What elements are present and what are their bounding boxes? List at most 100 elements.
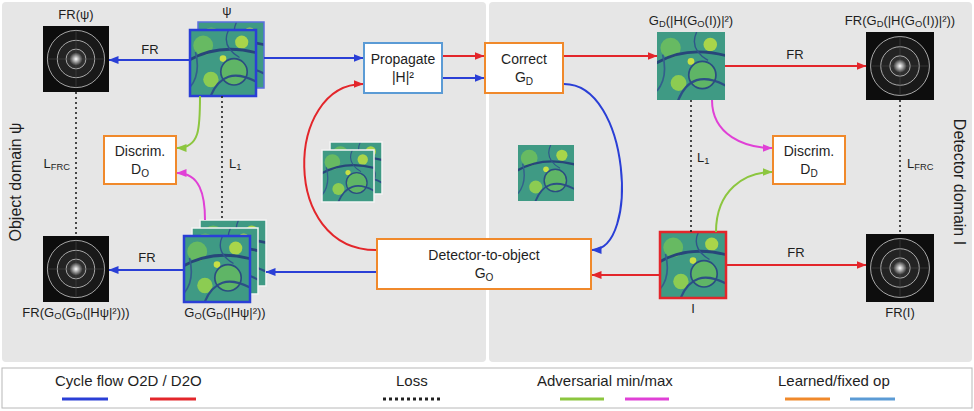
process-box: CorrectGD [484, 42, 564, 94]
flow-arrow [592, 274, 660, 276]
image-tile: FR(ψ) [43, 26, 109, 92]
subscript: O [194, 311, 201, 321]
image-border [190, 30, 256, 96]
process-box: Discrim.DO [103, 135, 177, 185]
image-caption: GD(|H(GO(I))|²) [649, 13, 733, 29]
edge-label: FR [787, 245, 804, 261]
process-box: Detector-to-objectGO [376, 238, 592, 290]
box-text: GO [475, 264, 494, 282]
box-text: Correct [501, 50, 547, 68]
intermediate-image [513, 145, 578, 203]
loss-line [899, 100, 901, 234]
subscript: O [697, 19, 704, 29]
domain-panel: Detector domain I GD(|H(GO(I))|²) FR(GD(|H… [489, 2, 972, 362]
image-tile: GO(GD(|Hψ|²)) [184, 220, 266, 302]
image-border [184, 236, 250, 302]
box-text: Discrim. [115, 142, 166, 160]
loss-line [221, 96, 223, 220]
image-tile: ψ [190, 22, 264, 96]
box-text: Discrim. [784, 142, 835, 160]
subscript: D [216, 311, 223, 321]
image-caption: FR(GO(GD(|Hψ|²))) [22, 305, 129, 321]
subscript: O [54, 311, 61, 321]
flow-arrow [177, 173, 205, 220]
legend-text: Learned/fixed op [778, 372, 890, 390]
image-caption: FR(ψ) [58, 7, 93, 23]
legend-sample [850, 398, 895, 401]
image-caption: FR(GD(|H(GO(I))|²)) [845, 13, 955, 29]
subscript: D [659, 19, 666, 29]
legend-sample [62, 398, 108, 401]
panel-title: Object domain ψ [5, 122, 25, 241]
image-tile: FR(GO(GD(|Hψ|²))) [43, 236, 109, 302]
flow-arrow [564, 84, 622, 250]
image-border [322, 150, 374, 202]
object-image [179, 236, 256, 304]
legend-sample [383, 398, 440, 401]
image-tile: I [660, 232, 726, 298]
legend-sample [785, 398, 830, 401]
subscript: 1 [704, 156, 709, 166]
subscript: O [486, 272, 494, 283]
panel-title: Detector domain I [949, 119, 969, 245]
legend-sample [560, 398, 604, 401]
process-box: Propagate|H|² [363, 42, 443, 94]
box-text: |H|² [392, 68, 414, 86]
legend-sample [625, 398, 669, 401]
box-text: GD [515, 68, 533, 86]
subscript: D [76, 311, 83, 321]
edge-label: FR [786, 47, 803, 63]
subscript: D [877, 19, 884, 29]
object-image [185, 30, 262, 98]
legend-text: Loss [396, 372, 428, 390]
legend-text: Cycle flow O2D / D2O [55, 372, 202, 390]
image-caption: FR(I) [885, 305, 915, 321]
image-caption: I [691, 301, 695, 317]
flow-arrow [264, 57, 363, 59]
image-tile: GD(|H(GO(I))|²) [657, 32, 725, 100]
flow-arrow [177, 96, 200, 148]
subscript: FRC [914, 162, 933, 172]
edge-label: L1 [229, 156, 241, 172]
edge-label: FR [138, 250, 155, 266]
edge-label: LFRC [44, 156, 70, 172]
subscript: D [810, 168, 817, 179]
flow-arrow [712, 100, 772, 148]
flow-arrow [443, 77, 484, 79]
subscript: FRC [51, 162, 70, 172]
spectrum-image [43, 26, 109, 92]
detector-image [655, 232, 732, 300]
image-tile: FR(GD(|H(GO(I))|²)) [866, 32, 934, 100]
edge-label: LFRC [907, 156, 933, 172]
intermediate-image [318, 150, 379, 204]
legend-text: Adversarial min/max [537, 372, 673, 390]
flow-arrow [564, 55, 657, 57]
flow-arrow [726, 264, 866, 266]
loss-line [75, 92, 77, 236]
flow-arrow [109, 59, 190, 61]
subscript: 1 [236, 162, 241, 172]
box-text: DD [800, 160, 817, 178]
flow-arrow [304, 84, 376, 250]
edge-label: FR [141, 42, 158, 58]
legend-sample [150, 398, 196, 401]
subscript: O [915, 19, 922, 29]
loss-line [690, 100, 692, 232]
panel-ground [2, 2, 486, 362]
domain-panel: Object domain ψFR(ψ)ψPropagate|H|²Discri… [2, 2, 486, 362]
subscript: D [526, 76, 533, 87]
box-text: Detector-to-object [428, 246, 539, 264]
flow-arrow [266, 271, 376, 273]
box-text: Propagate [371, 50, 436, 68]
process-box: Discrim.DD [772, 135, 846, 185]
box-text: DO [131, 160, 149, 178]
image-border [660, 232, 726, 298]
flow-arrow [716, 172, 772, 232]
edge-label: L1 [697, 150, 709, 166]
detector-image [651, 32, 730, 102]
spectrum-image [866, 234, 934, 302]
image-caption: ψ [222, 3, 231, 19]
flow-arrow [443, 55, 484, 57]
flow-arrow [109, 269, 184, 271]
